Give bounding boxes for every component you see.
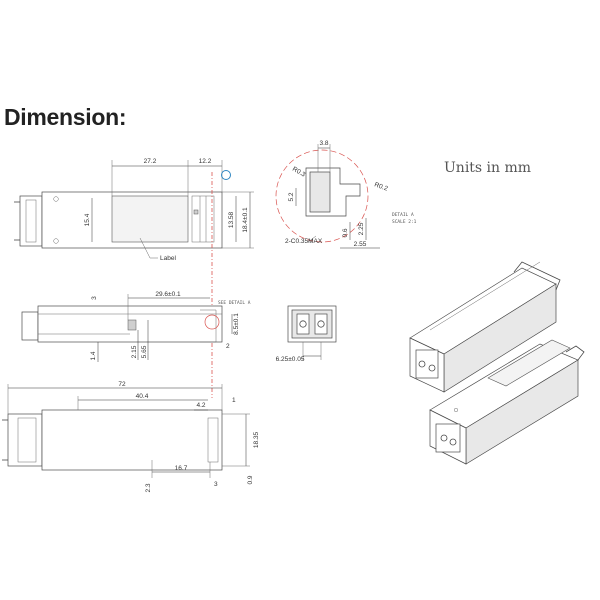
dim-top-height-left: 15.4 (84, 213, 91, 226)
detail-chamfer: 2-C0.35MAX (285, 238, 323, 245)
detail-dim-small1: 0.6 (342, 228, 349, 237)
dim-bottom-overall: 72 (118, 381, 126, 388)
bottom-view: 72 40.4 4.2 1 18.35 16.7 2.3 3 0.9 (2, 381, 260, 493)
dim-bottom-bottom: 16.7 (175, 465, 188, 472)
dim-top-tail: 12.2 (199, 158, 212, 165)
dim-bottom-right-bottom: 0.9 (247, 475, 254, 484)
dim-top-height-right: 18.4±0.1 (242, 207, 249, 233)
detail-dim-bottom: 2.55 (354, 241, 367, 248)
dim-top-body-length: 27.2 (144, 158, 157, 165)
dimension-heading: Dimension: (4, 104, 127, 130)
see-detail-a: SEE DETAIL A (218, 300, 251, 306)
bottom-view-body (41, 409, 223, 471)
dim-bottom-right-top: 1 (232, 397, 236, 404)
detail-radius-right: R0.2 (373, 181, 389, 192)
top-view: 27.2 12.2 15.4 13.58 18.4±0.1 Label (14, 158, 254, 262)
detail-a-marker (221, 170, 231, 180)
dim-top-height-mid: 13.58 (228, 211, 235, 228)
side-view: 29.6±0.1 3 SEE DETAIL A 8.5±0.1 2 1.4 2.… (21, 291, 251, 362)
dim-side-a: 2.15 (131, 345, 138, 358)
module-3d-top (409, 261, 561, 393)
dim-bottom-small-bottom: 3 (214, 481, 218, 488)
units-note: Units in mm (444, 160, 532, 176)
detail-radius-left: R0.3 (291, 166, 307, 179)
detail-dim-top: 3.8 (319, 140, 328, 147)
detail-label: DETAIL A (392, 212, 414, 218)
dim-bottom-small: 4.2 (196, 402, 205, 409)
front-view: 6.25±0.05 (276, 305, 337, 363)
dim-side-left-bottom: 1.4 (90, 351, 97, 360)
dim-side-length: 29.6±0.1 (155, 291, 181, 298)
dim-side-top-left: 3 (91, 296, 98, 300)
detail-dim-small2: 2.25 (358, 222, 365, 235)
dim-side-right: 8.5±0.1 (233, 313, 240, 335)
dim-front-pitch: 6.25±0.05 (276, 356, 305, 363)
dim-bottom-right-height: 18.35 (253, 431, 260, 448)
detail-scale: SCALE 2:1 (392, 219, 417, 225)
label-callout: Label (160, 255, 176, 262)
dim-side-b: 5.65 (141, 345, 148, 358)
dim-bottom-mid: 40.4 (136, 393, 149, 400)
top-view-latch (19, 195, 43, 247)
top-view-label-area (111, 195, 189, 243)
detail-dim-left: 5.2 (288, 192, 295, 201)
module-3d-bottom (429, 339, 585, 465)
dim-bottom-left-bottom: 2.3 (145, 483, 152, 492)
detail-a: 3.8 R0.3 R0.2 5.2 2-C0.35MAX 0.6 2.25 2.… (275, 140, 417, 249)
dim-side-right-small: 2 (226, 343, 230, 350)
